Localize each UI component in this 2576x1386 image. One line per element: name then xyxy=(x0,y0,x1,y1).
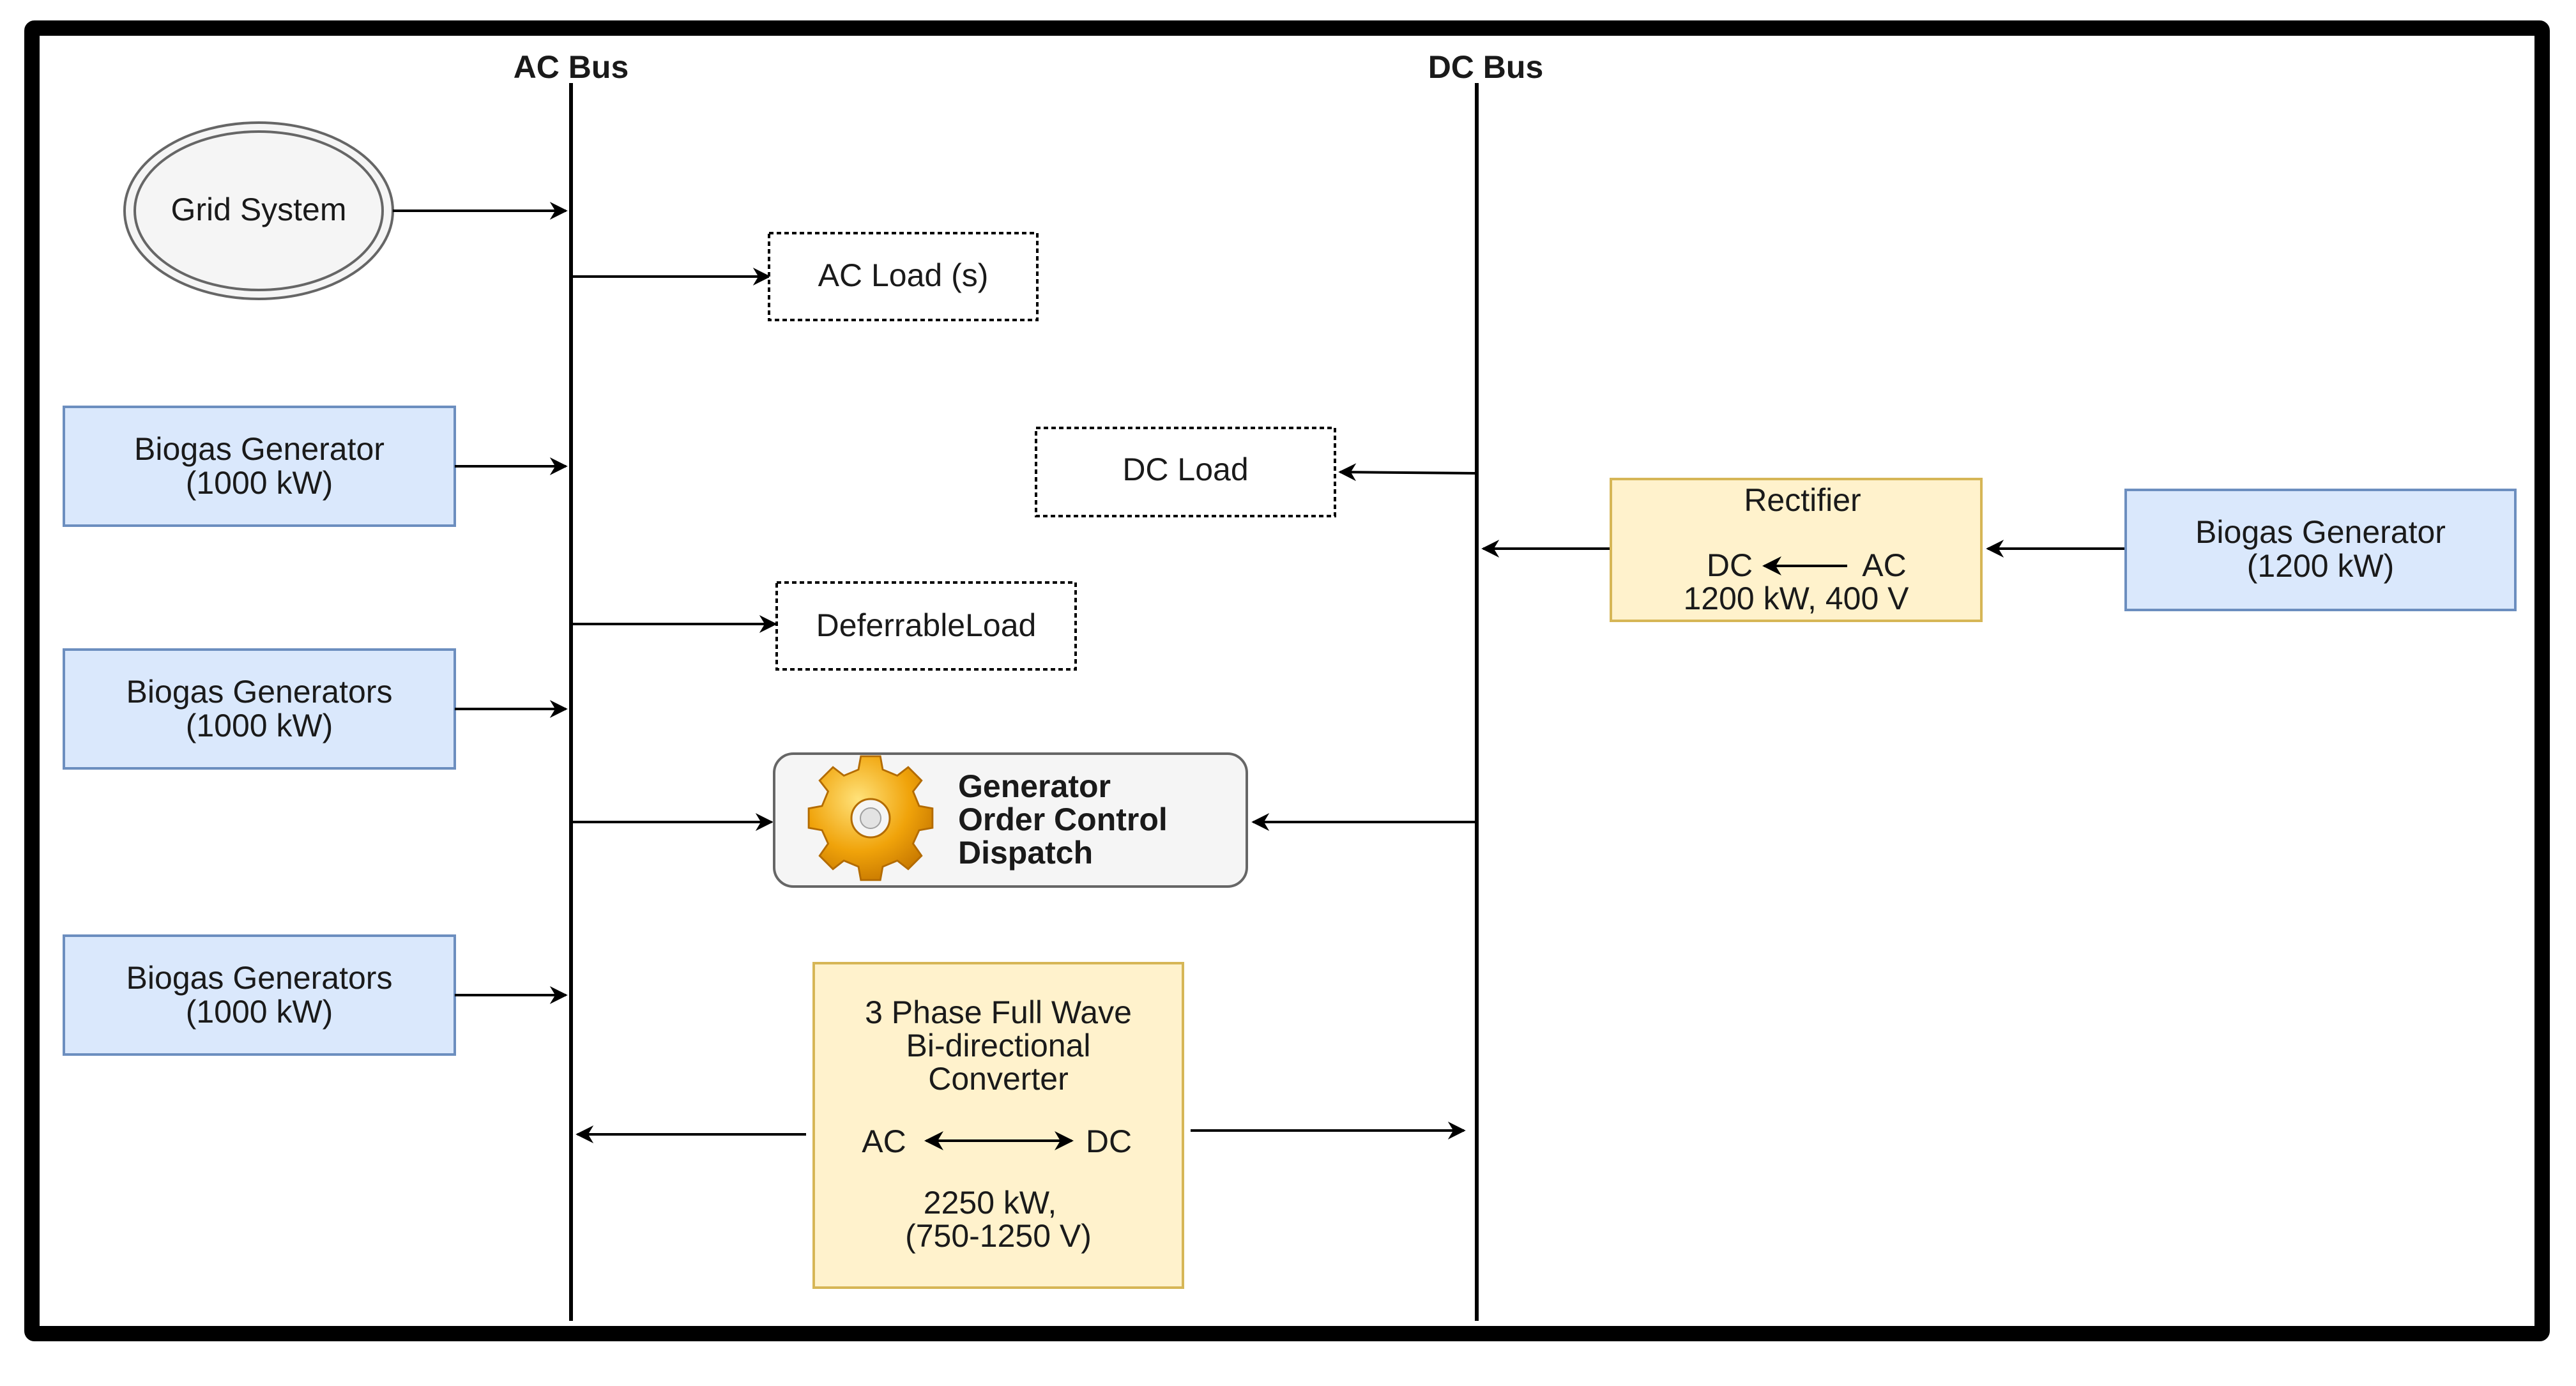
dc-load-arrow xyxy=(1338,463,1477,482)
converter-power: 2250 kW, xyxy=(924,1185,1056,1221)
converter-ac-label: AC xyxy=(862,1123,906,1159)
controller-node: Generator Order Control Dispatch xyxy=(773,752,1248,888)
converter-line-3: Converter xyxy=(928,1061,1069,1097)
converter-node: 3 Phase Full Wave Bi-directional Convert… xyxy=(812,962,1184,1289)
converter-dc-label: DC xyxy=(1086,1123,1132,1159)
dc-load-node: DC Load xyxy=(1035,427,1336,517)
diagram-frame xyxy=(24,20,2550,1341)
dc-generator-name: Biogas Generator xyxy=(2195,514,2446,550)
rectifier-dc-label: DC xyxy=(1707,547,1753,583)
ac-load-label: AC Load (s) xyxy=(818,257,989,293)
ac-generator-1-rating: (1000 kW) xyxy=(186,465,333,501)
controller-line-3: Dispatch xyxy=(958,835,1093,871)
ac-generator-3-rating: (1000 kW) xyxy=(186,994,333,1030)
converter-voltage: (750-1250 V) xyxy=(905,1218,1092,1254)
deferrable-load-node: DeferrableLoad xyxy=(775,581,1077,671)
controller-line-2: Order Control xyxy=(958,802,1168,837)
grid-system-node: Grid System xyxy=(123,121,394,300)
rectifier-rating: 1200 kW, 400 V xyxy=(1683,581,1909,616)
dc-load-label: DC Load xyxy=(1122,452,1248,487)
rectifier-title: Rectifier xyxy=(1744,482,1861,518)
dc-generator: Biogas Generator (1200 kW) xyxy=(2124,489,2517,611)
dc-bus-label: DC Bus xyxy=(1428,49,1544,85)
ac-load-node: AC Load (s) xyxy=(768,232,1039,321)
ac-generator-1: Biogas Generator (1000 kW) xyxy=(63,406,456,527)
rectifier-node: Rectifier DC AC 1200 kW, 400 V xyxy=(1610,478,1983,622)
grid-system-label: Grid System xyxy=(171,192,346,227)
ac-generator-2: Biogas Generators (1000 kW) xyxy=(63,648,456,770)
ac-generator-3: Biogas Generators (1000 kW) xyxy=(63,934,456,1056)
converter-line-2: Bi-directional xyxy=(906,1028,1090,1063)
deferrable-load-label: DeferrableLoad xyxy=(816,607,1037,643)
ac-generator-3-name: Biogas Generators xyxy=(126,960,393,996)
controller-line-1: Generator xyxy=(958,768,1111,804)
dc-generator-rating: (1200 kW) xyxy=(2247,548,2395,584)
rectifier-ac-label: AC xyxy=(1862,547,1906,583)
ac-generator-2-rating: (1000 kW) xyxy=(186,708,333,743)
gear-icon xyxy=(807,755,934,881)
ac-generator-1-name: Biogas Generator xyxy=(134,431,385,467)
ac-generator-2-name: Biogas Generators xyxy=(126,674,393,710)
ac-bus-label: AC Bus xyxy=(514,49,629,85)
converter-line-1: 3 Phase Full Wave xyxy=(865,994,1132,1030)
